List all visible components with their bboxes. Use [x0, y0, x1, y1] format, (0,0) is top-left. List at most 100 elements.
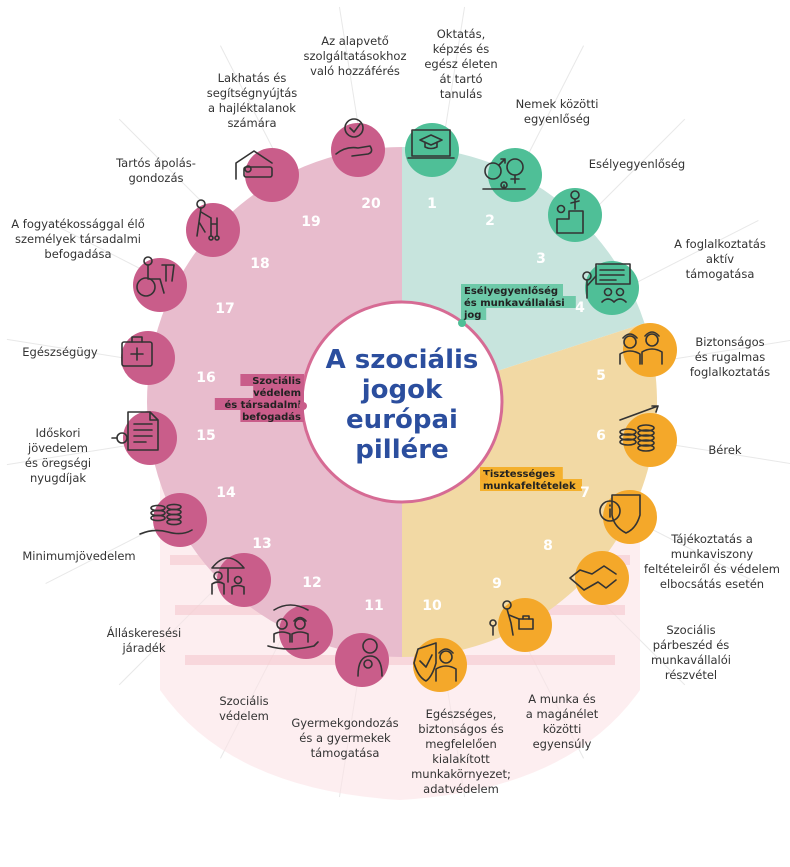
chapter-tag-bg	[253, 386, 304, 398]
chapter-tag-bg	[461, 296, 576, 308]
principle-label-line: Oktatás,	[437, 27, 485, 41]
gender-equality-icon	[482, 158, 526, 190]
principle-number: 1	[427, 196, 437, 212]
center-title-line: jogok	[361, 375, 443, 405]
principle-label-line: számára	[227, 116, 276, 130]
umbrella-icon	[211, 557, 245, 595]
principle-circle	[186, 203, 240, 257]
childcare-icon	[357, 638, 383, 677]
principle-label-line: kialakított	[432, 752, 490, 766]
principle-label-line: A fogyatékossággal élő	[11, 217, 144, 231]
principle-circle	[413, 638, 467, 692]
principle-number: 3	[536, 251, 546, 267]
principle-label-line: munkakörnyezet;	[411, 767, 511, 781]
principle-label-line: Egészségügy	[22, 345, 98, 359]
principle-number: 5	[596, 368, 606, 384]
principle-number: 13	[252, 536, 271, 552]
principle-label-line: egyenlőség	[524, 112, 590, 126]
principle-label-line: A munka és	[528, 692, 596, 706]
principle-label-line: támogatása	[686, 267, 755, 281]
principle-circle	[217, 553, 271, 607]
principle-label-line: Biztonságos	[695, 335, 764, 349]
services-hand-icon	[335, 118, 373, 157]
principle-circle	[575, 551, 629, 605]
coins-hand-icon	[139, 503, 193, 535]
principle-circle	[498, 598, 552, 652]
chapter-tag-bg	[214, 398, 304, 410]
chapter-tag-bg	[480, 479, 582, 491]
principle-label-line: a magánélet	[526, 707, 599, 721]
chapter-tag-line: Szociális	[252, 375, 301, 387]
principle-label-line: át tartó	[439, 72, 482, 86]
principle-label-line: egyensúly	[533, 737, 592, 751]
principle-label-line: egész életen	[424, 57, 497, 71]
chapter-tag-line: védelem	[253, 387, 301, 399]
principle-label-line: Az alapvető	[321, 34, 389, 48]
principle-label-line: támogatása	[311, 746, 380, 760]
principle-number: 15	[196, 428, 215, 444]
wheelchair-icon	[136, 256, 175, 297]
principle-circle	[585, 261, 639, 315]
chapter-connector-dot	[299, 402, 307, 410]
principle-number: 10	[422, 598, 442, 614]
principle-label-line: feltételeiről és védelem	[644, 562, 780, 576]
principle-label-line: Időskori	[36, 426, 81, 440]
principle-label-line: foglalkoztatás	[690, 365, 770, 379]
principle-label-line: védelem	[219, 709, 269, 723]
principle-number: 8	[543, 538, 553, 554]
principle-label-line: munkaviszony	[671, 547, 754, 561]
principle-label-line: a hajléktalanok	[208, 101, 296, 115]
principle-label-line: A foglalkoztatás	[674, 237, 766, 251]
principle-label-line: Tájékoztatás a	[670, 532, 753, 546]
education-icon	[407, 129, 455, 159]
pension-document-icon	[111, 411, 159, 451]
chapter-tag-line: és társadalmi	[224, 399, 301, 411]
center-title-line: pillére	[355, 435, 448, 465]
first-aid-icon	[121, 336, 153, 367]
wages-icon	[619, 405, 659, 452]
principle-number: 20	[361, 196, 381, 212]
principle-number: 16	[196, 370, 215, 386]
info-shield-icon	[599, 494, 641, 534]
principle-circle	[623, 323, 677, 377]
workers-icon	[619, 331, 663, 365]
principle-number: 2	[485, 213, 495, 229]
principle-label-line: tanulás	[440, 87, 482, 101]
chapter-tag-line: Tisztességes	[483, 468, 555, 480]
principle-label-line: részvétel	[665, 668, 717, 682]
principle-label-line: segítségnyújtás	[207, 86, 298, 100]
principle-number: 11	[364, 598, 383, 614]
handshake-icon	[569, 565, 617, 591]
principle-label-line: nyugdíjak	[30, 471, 86, 485]
principle-number: 7	[580, 485, 590, 501]
principle-label-line: aktív	[706, 252, 734, 266]
principle-label-line: adatvédelem	[423, 782, 499, 796]
principle-label-line: Lakhatás és	[218, 71, 287, 85]
chapter-tag-bg	[240, 410, 304, 422]
principle-label-line: járadék	[121, 641, 165, 655]
principle-number: 6	[596, 428, 606, 444]
principle-label-line: való hozzáférés	[310, 64, 400, 78]
principle-label-line: személyek társadalmi	[15, 232, 141, 246]
principle-number: 19	[301, 214, 320, 230]
chapter-tag-bg	[461, 284, 563, 296]
chapter-tag-line: befogadás	[242, 411, 301, 423]
